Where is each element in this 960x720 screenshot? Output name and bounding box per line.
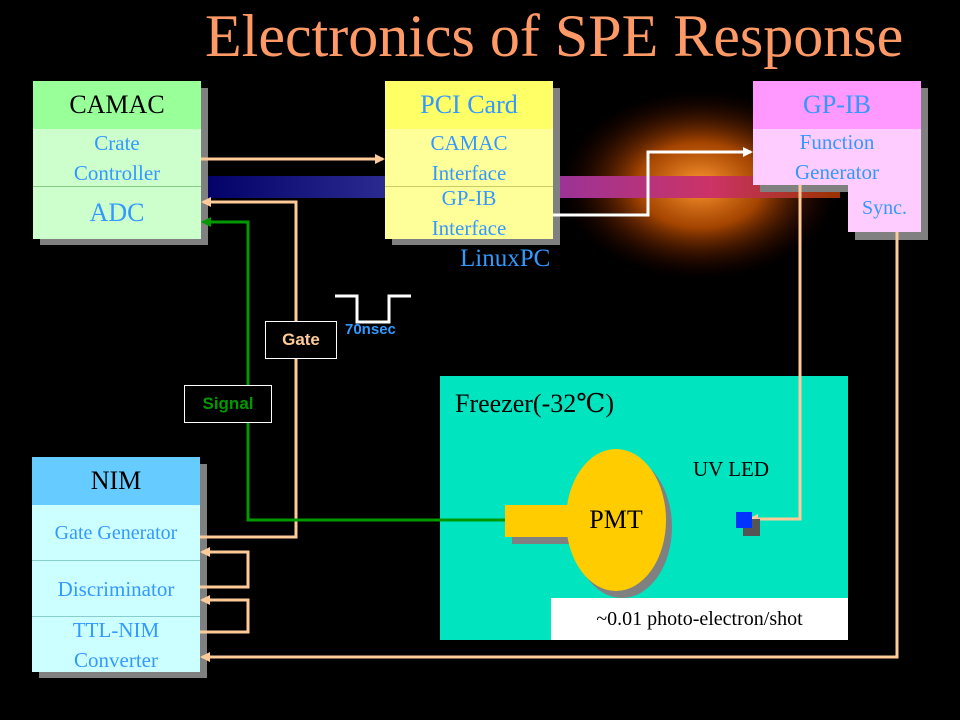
pci-header: PCI Card — [385, 81, 553, 129]
pmt-label: PMT — [589, 505, 643, 534]
adc-label: ADC — [33, 186, 201, 239]
gate-generator-label: Gate Generator — [32, 505, 200, 560]
signal-label: Signal — [184, 385, 272, 423]
freezer-title: Freezer(-32℃) — [455, 389, 614, 418]
wire-disc-loop — [200, 547, 250, 589]
uv-led-icon — [736, 512, 752, 528]
pmt-body — [566, 449, 666, 591]
wire-ttl-loop — [200, 595, 250, 634]
gpib-header: GP-IB — [753, 81, 921, 129]
pulse-width-label: 70nsec — [345, 321, 396, 338]
linuxpc-caption: LinuxPC — [460, 245, 551, 272]
gate-label: Gate — [265, 321, 337, 359]
wire-led — [748, 185, 802, 524]
pmt-base — [505, 505, 573, 537]
camac-interface-label: CAMAC Interface — [385, 129, 553, 186]
rate-label: ~0.01 photo-electron/shot — [551, 598, 848, 640]
wire-sync — [200, 232, 899, 662]
page-title: Electronics of SPE Response — [205, 3, 904, 69]
nim-header: NIM — [32, 457, 200, 505]
uv-led-label: UV LED — [693, 457, 770, 481]
function-generator-label: Function Generator — [753, 129, 921, 185]
ttl-nim-converter-label: TTL-NIM Converter — [32, 616, 200, 672]
discriminator-label: Discriminator — [32, 560, 200, 616]
sync-label: Sync. — [848, 185, 921, 232]
gpib-interface-label: GP-IB Interface — [385, 186, 553, 240]
crate-controller-label: Crate Controller — [33, 129, 201, 186]
pulse-waveform-icon — [335, 294, 411, 324]
wire-gate — [200, 197, 298, 539]
camac-header: CAMAC — [33, 81, 201, 129]
wire-pci-to-gpib — [553, 147, 753, 217]
wire-signal — [201, 217, 505, 522]
